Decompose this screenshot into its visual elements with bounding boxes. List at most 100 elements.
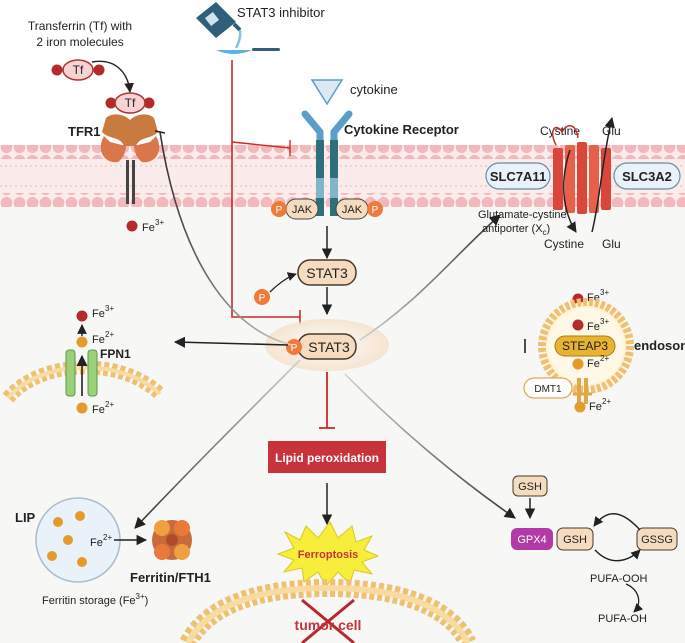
cytokine-receptor [301,110,353,216]
tf-caption-line2: 2 iron molecules [36,35,123,49]
svg-text:3+: 3+ [600,317,609,326]
svg-text:Fe: Fe [92,404,105,416]
edge-to-antiporter [359,214,501,341]
pufa-ooh-label: PUFA-OOH [590,573,648,585]
ferritin-complex [152,520,192,560]
phosphorylation-arrow [269,272,297,293]
gsh-oxidation-arrow [594,549,641,562]
dmt1-channel [573,378,592,404]
lipid-peroxidation-box: Lipid peroxidation [268,441,386,473]
edge-to-tfr1 [159,131,293,346]
ferroptosis-burst: Ferroptosis [276,521,380,587]
fe3-above-fpn1: Fe 3+ [76,304,114,322]
svg-text:STAT3: STAT3 [308,339,350,355]
svg-text:P: P [291,343,298,354]
fe2-top-fpn1: Fe 2+ [76,330,114,348]
svg-text:Lipid peroxidation: Lipid peroxidation [275,451,379,465]
slc3a2-box: SLC3A2 [613,162,681,190]
svg-text:GPX4: GPX4 [517,534,546,546]
svg-text:3+: 3+ [105,304,114,313]
tf-caption-line1: Transferrin (Tf) with [28,19,132,33]
fpn1-channel [65,349,98,397]
svg-text:GSSG: GSSG [641,534,673,546]
svg-text:JAK: JAK [342,204,363,216]
tumor-cell-membrane: tumor cell [179,578,477,643]
inhibitor-bottle-icon [196,2,280,54]
glu-top-label: Glu [602,124,621,138]
dmt1-box: DMT1 [523,377,573,399]
svg-text:2+: 2+ [105,400,114,409]
gsh-top-box: GSH [512,475,548,497]
tf-bound-label: Tf [125,96,136,110]
svg-text:2+: 2+ [103,533,112,542]
stat3-phosphorylated: STAT3 P [286,333,357,360]
cystine-import-arrow [563,149,577,233]
ferritin-storage-label: Ferritin storage (Fe3+) [42,592,148,607]
svg-text:SLC3A2: SLC3A2 [622,169,672,184]
cytokine-receptor-label: Cytokine Receptor [344,122,459,137]
fpn1-membrane-arc [2,360,165,403]
gsh-box: GSH [556,527,594,551]
tfr1-receptor: Tf [100,92,160,204]
glu-export-arrow [591,116,615,233]
svg-text:Fe: Fe [589,401,602,413]
fe2-in-lip-label: Fe 2+ [90,533,112,549]
svg-text:SLC7A11: SLC7A11 [490,169,546,184]
edge-to-gpx4 [344,373,516,519]
phosphate-free: P [254,289,270,305]
stat3-effect-edges [134,130,526,529]
endosome-label: endosome [634,338,685,353]
inhibitor-label: STAT3 inhibitor [237,5,325,20]
svg-text:2+: 2+ [600,354,609,363]
svg-text:P: P [276,205,283,216]
jak-left: JAK [285,198,319,220]
steap3-box: STEAP3 [554,335,616,357]
ferritin-label: Ferritin/FTH1 [130,570,211,585]
edge-to-fpn1 [173,336,289,348]
pufa-oh-label: PUFA-OH [598,613,647,625]
svg-text:2+: 2+ [105,330,114,339]
tf-label: Tf [73,63,84,77]
jak-right: JAK [335,198,369,220]
svg-text:2+: 2+ [602,397,611,406]
svg-text:P: P [372,205,379,216]
gssg-box: GSSG [636,527,678,551]
gpx4-box: GPX4 [511,528,553,550]
tfr1-label: TFR1 [68,124,101,139]
svg-text:Fe: Fe [587,358,600,370]
svg-text:Ferroptosis: Ferroptosis [298,549,359,561]
phospho-jak-left: P [271,201,287,217]
fpn1-label: FPN1 [100,347,131,361]
inhibitor-receptor-block [231,140,291,156]
edge-to-ferritin [134,359,301,529]
lip-pool [35,497,121,583]
fe3-inside-endosome: Fe 3+ [572,317,609,333]
svg-text:GSH: GSH [518,481,542,493]
fe2-exported-endosome: Fe 2+ [574,397,611,413]
tfr1-inhibit-bar [154,130,166,134]
svg-text:3+: 3+ [600,288,609,297]
gssg-recycle-arrow [593,513,641,531]
pufa-reduction-arrow [625,583,644,613]
svg-text:P: P [259,293,266,304]
fe2-inside-endosome: Fe 2+ [572,354,609,370]
stat3-unphosphorylated: STAT3 [297,259,357,286]
svg-text:DMT1: DMT1 [534,384,562,395]
slc7a11-box: SLC7A11 [485,162,551,190]
lip-label: LIP [15,510,36,525]
svg-text:Fe: Fe [90,537,103,549]
transferrin-free: Tf [51,59,105,81]
cystine-top-label: Cystine [540,124,580,138]
svg-text:Fe: Fe [92,334,105,346]
svg-text:STAT3: STAT3 [306,265,348,281]
antiporter-label-line1: Glutamate-cystine [478,209,567,221]
cytokine-label: cytokine [350,82,398,97]
svg-text:GSH: GSH [563,534,587,546]
cytokine-icon [310,79,344,106]
svg-text:STEAP3: STEAP3 [562,339,608,353]
tf-binding-arrow [91,60,134,93]
svg-text:Fe: Fe [142,222,155,234]
tumor-cell-label: tumor cell [295,617,362,633]
